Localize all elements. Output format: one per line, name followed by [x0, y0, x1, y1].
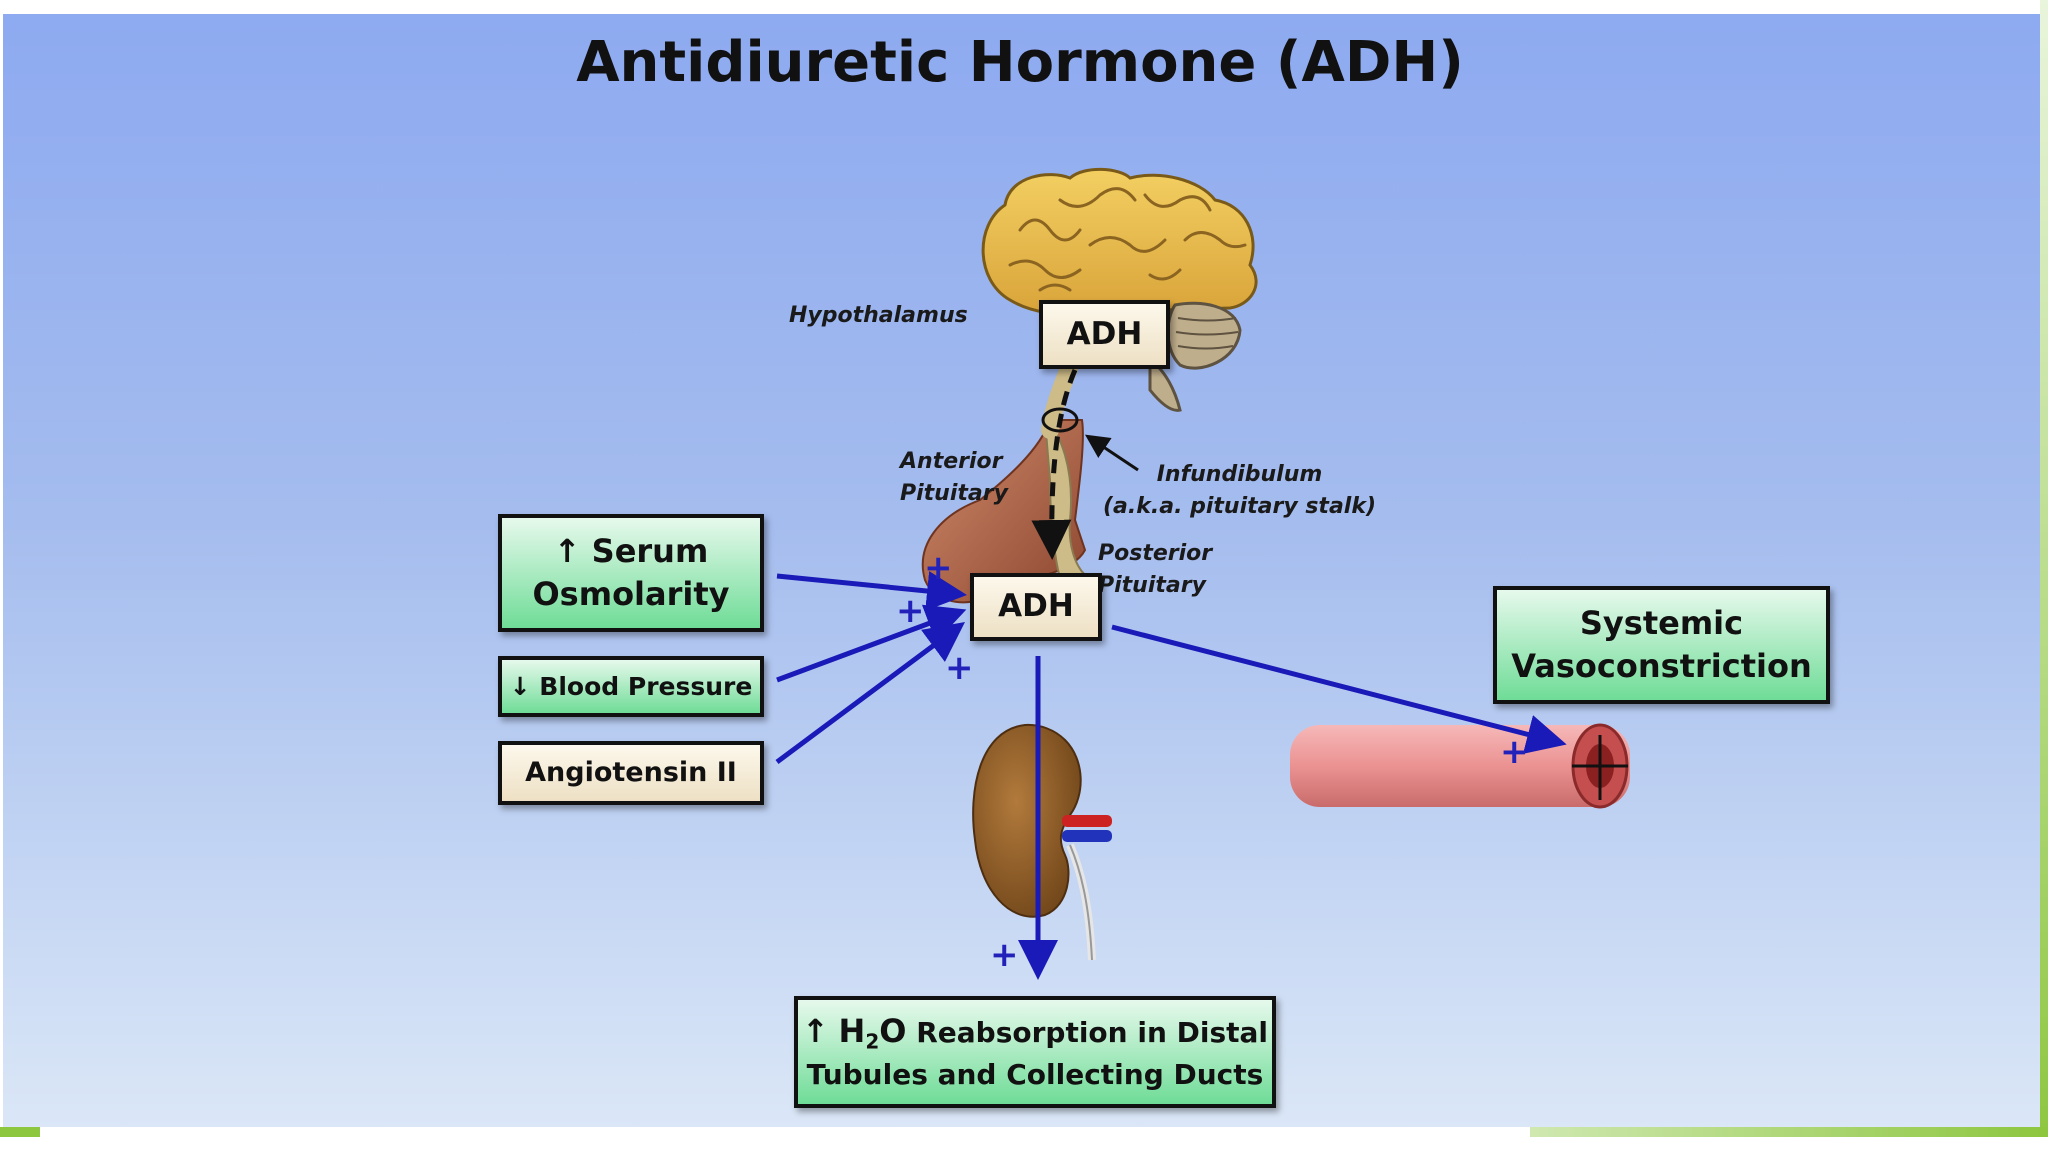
plus-sign-kidney: + [990, 935, 1019, 975]
brain-illustration [981, 167, 1258, 412]
blue-arrows [775, 571, 1567, 980]
posterior-pituitary-label: Posterior Pituitary [1098, 541, 1213, 598]
plus-sign-vessel: + [1500, 732, 1529, 772]
systemic-vasoconstriction-box: Systemic Vasoconstriction [1493, 586, 1830, 704]
angiotensin-box: Angiotensin II [498, 741, 764, 805]
adh-hypothalamus-box: ADH [1039, 300, 1170, 369]
anterior-pituitary-label: Anterior Pituitary [900, 449, 1008, 506]
plus-sign-blood-pressure: + [896, 591, 925, 631]
reabsorption-line-2: Tubules and Collecting Ducts [806, 1057, 1264, 1091]
bottom-accent-bar [0, 1127, 2048, 1152]
reabsorption-text: Reabsorption in Distal [916, 1016, 1269, 1050]
plus-sign-osmolarity: + [924, 548, 953, 588]
h2o-subscript: 2 [865, 1029, 880, 1054]
h2o-o: O [879, 1012, 907, 1051]
kidney-illustration [972, 723, 1112, 961]
increase-arrow: ↑ [801, 1012, 829, 1051]
blood-pressure-box: ↓ Blood Pressure [498, 656, 764, 717]
adh-posterior-pituitary-box: ADH [970, 573, 1102, 641]
blood-vessel-illustration [1290, 723, 1630, 809]
h2o-reabsorption-box: ↑ H2O Reabsorption in Distal Tubules and… [794, 996, 1276, 1108]
hypothalamus-label: Hypothalamus [789, 303, 968, 328]
serum-osmolarity-box: ↑ Serum Osmolarity [498, 514, 764, 632]
reabsorption-line-1: ↑ H2O Reabsorption in Distal [802, 1010, 1268, 1056]
slide-title: Antidiuretic Hormone (ADH) [576, 30, 1464, 95]
plus-sign-angiotensin: + [945, 648, 974, 688]
infundibulum-label: Infundibulum (a.k.a. pituitary stalk) [1103, 462, 1377, 519]
h2o-h: H [838, 1012, 866, 1051]
right-accent-bar [2040, 0, 2048, 1152]
